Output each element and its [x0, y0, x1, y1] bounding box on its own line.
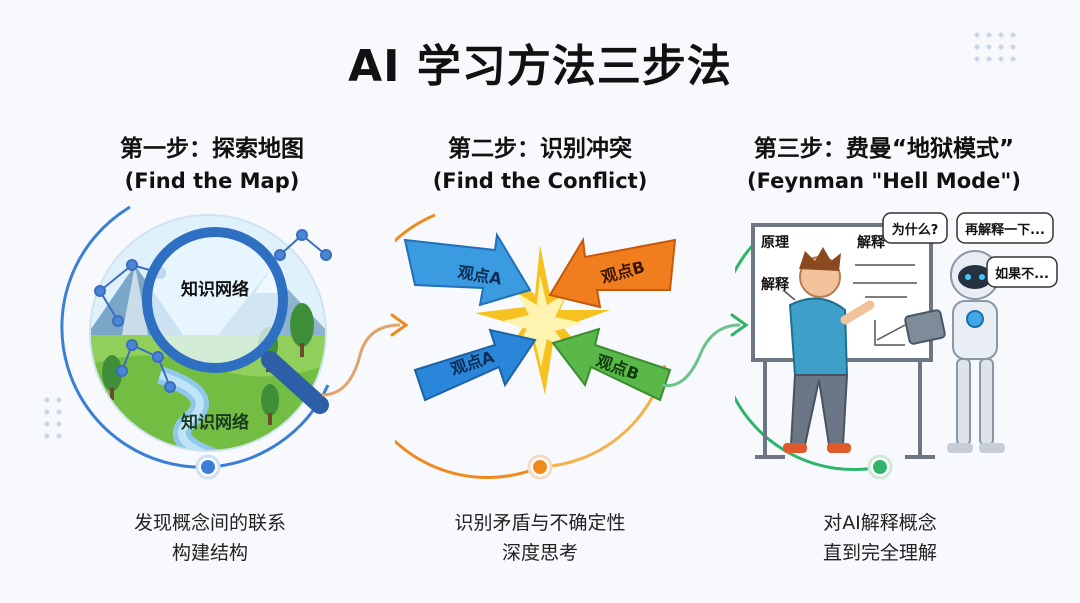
- step2-description: 识别矛盾与不确定性 深度思考: [390, 508, 690, 568]
- step2-desc-line2: 深度思考: [501, 542, 578, 564]
- viewpoint-a1-arrow: [403, 232, 532, 307]
- step3-subheading: (Feynman "Hell Mode"): [747, 169, 1021, 193]
- speech-bubble-what-if: [986, 256, 1058, 288]
- step1-desc-line1: 发现概念间的联系: [133, 512, 286, 534]
- board-label-explain-right: 解释: [857, 234, 886, 251]
- connector-1-2: [321, 313, 409, 397]
- step3-arc: [735, 223, 881, 472]
- step1-label-bottom: 知识网络: [180, 412, 249, 433]
- step1-arc: [60, 205, 209, 469]
- step1-subheading: (Find the Map): [124, 169, 300, 193]
- step3-desc-line2: 直到完全理解: [822, 542, 937, 564]
- board-label-explain-left: 解释: [761, 276, 790, 293]
- step1-desc-line2: 构建结构: [171, 542, 248, 564]
- step3-description: 对AI解释概念 直到完全理解: [730, 508, 1030, 568]
- page-title: AI 学习方法三步法: [348, 41, 732, 92]
- step1-heading-block: 第一步：探索地图 (Find the Map): [62, 133, 362, 197]
- step1-heading: 第一步：探索地图: [120, 136, 304, 162]
- step3-desc-line1: 对AI解释概念: [823, 512, 937, 534]
- bubble-why-text: 为什么?: [892, 222, 939, 238]
- step2-illustration: 观点A 观点B 观点A 观点B: [395, 213, 677, 480]
- step3-illustration: 原理 解释 解释 为什么? 再解释一下... 如果不...: [735, 212, 1058, 480]
- board-label-principle: 原理: [761, 235, 789, 251]
- step3-heading: 第三步：费曼“地狱模式”: [753, 136, 1015, 162]
- bubble-what-if-text: 如果不...: [995, 266, 1049, 282]
- step2-desc-line1: 识别矛盾与不确定性: [454, 512, 626, 534]
- magnifier-icon: [142, 227, 329, 414]
- step2-subheading: (Find the Conflict): [432, 169, 648, 193]
- connector-2-3: [661, 313, 749, 388]
- step2-heading: 第二步：识别冲突: [448, 136, 632, 162]
- step1-description: 发现概念间的联系 构建结构: [60, 508, 360, 568]
- speech-bubble-why: [882, 212, 948, 244]
- step1-label-top: 知识网络: [180, 279, 249, 300]
- student-figure: [783, 247, 875, 453]
- viewpoint-b2-arrow: [551, 327, 672, 402]
- decor-dot-grid-left: [44, 397, 62, 439]
- step3-heading-block: 第三步：费曼“地狱模式” (Feynman "Hell Mode"): [734, 133, 1034, 197]
- step2-heading-block: 第二步：识别冲突 (Find the Conflict): [390, 133, 690, 197]
- bubble-explain-again-text: 再解释一下...: [965, 222, 1045, 238]
- decor-dot-grid-top-right: [974, 32, 1016, 62]
- viewpoint-a2-arrow: [413, 328, 537, 402]
- step2-arc: [395, 213, 541, 479]
- viewpoint-b1-arrow: [548, 236, 677, 309]
- speech-bubble-explain-again: [956, 212, 1054, 244]
- robot-figure: [904, 250, 1005, 453]
- step1-illustration: 知识网络 知识网络: [60, 205, 332, 480]
